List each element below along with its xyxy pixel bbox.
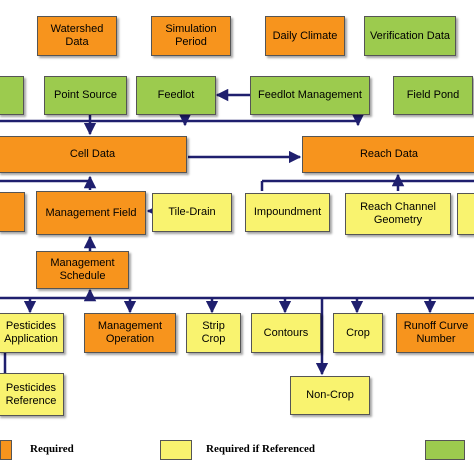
node-point-source: Point Source bbox=[44, 76, 127, 115]
node-cell-data: Cell Data bbox=[0, 136, 187, 173]
node-daily-climate-label: Daily Climate bbox=[272, 29, 338, 42]
node-pesticides-application: Pesticides Application bbox=[0, 313, 64, 353]
node-contours: Contours bbox=[251, 313, 321, 353]
node-reach-data: Reach Data bbox=[302, 136, 474, 173]
node-crop: Crop bbox=[333, 313, 383, 353]
node-reach-channel-geometry-label: Reach Channel Geometry bbox=[360, 201, 436, 226]
node-field-pond: Field Pond bbox=[393, 76, 473, 115]
node-pesticides-reference-label: Pesticides Reference bbox=[5, 381, 57, 407]
node-feedlot-label: Feedlot bbox=[157, 89, 195, 101]
node-cell-data-label: Cell Data bbox=[69, 148, 116, 160]
node-non-crop: Non-Crop bbox=[290, 376, 370, 415]
node-watershed-data-label: Watershed Data bbox=[50, 23, 104, 48]
legend-swatch-optional bbox=[425, 440, 465, 460]
node-point-source-label: Point Source bbox=[54, 89, 117, 101]
node-impoundment: Impoundment bbox=[245, 193, 330, 232]
legend-label-required-if-referenced: Required if Referenced bbox=[206, 443, 315, 455]
node-simulation-period-label: Simulation Period bbox=[165, 23, 217, 48]
node-non-crop-label: Non-Crop bbox=[306, 389, 354, 401]
node-strip-crop-label: Strip Crop bbox=[201, 320, 226, 345]
node-partial-right-yellow bbox=[457, 193, 474, 235]
node-reach-channel-geometry: Reach Channel Geometry bbox=[345, 193, 451, 235]
legend-swatch-required-if-referenced bbox=[160, 440, 192, 460]
node-management-schedule: Management Schedule bbox=[36, 251, 129, 289]
node-partial-left-orange bbox=[0, 192, 25, 232]
node-verification-data-label: Verification Data bbox=[369, 29, 451, 42]
node-management-schedule-label: Management Schedule bbox=[50, 257, 115, 282]
node-pesticides-reference: Pesticides Reference bbox=[0, 373, 64, 416]
node-pesticides-application-label: Pesticides Application bbox=[4, 320, 58, 345]
node-partial-left-green bbox=[0, 76, 24, 115]
node-tile-drain: Tile-Drain bbox=[152, 193, 232, 232]
node-field-pond-label: Field Pond bbox=[406, 89, 460, 101]
node-crop-label: Crop bbox=[346, 326, 370, 339]
node-verification-data: Verification Data bbox=[364, 16, 456, 56]
node-feedlot: Feedlot bbox=[136, 76, 216, 115]
node-runoff-curve-number: Runoff Curve Number bbox=[396, 313, 474, 353]
node-impoundment-label: Impoundment bbox=[253, 206, 322, 218]
node-daily-climate: Daily Climate bbox=[265, 16, 345, 56]
node-feedlot-management: Feedlot Management bbox=[250, 76, 370, 115]
node-management-field-label: Management Field bbox=[45, 206, 137, 219]
node-contours-label: Contours bbox=[263, 326, 309, 339]
node-reach-data-label: Reach Data bbox=[359, 148, 419, 160]
node-feedlot-management-label: Feedlot Management bbox=[258, 89, 362, 101]
node-management-operation: Management Operation bbox=[84, 313, 176, 353]
node-management-operation-label: Management Operation bbox=[97, 320, 163, 345]
node-watershed-data: Watershed Data bbox=[37, 16, 117, 56]
node-runoff-curve-number-label: Runoff Curve Number bbox=[403, 320, 469, 345]
node-management-field: Management Field bbox=[36, 191, 146, 235]
legend-swatch-required bbox=[0, 440, 12, 460]
node-tile-drain-label: Tile-Drain bbox=[168, 206, 216, 218]
node-simulation-period: Simulation Period bbox=[151, 16, 231, 56]
legend-label-required: Required bbox=[30, 443, 74, 455]
node-strip-crop: Strip Crop bbox=[186, 313, 241, 353]
